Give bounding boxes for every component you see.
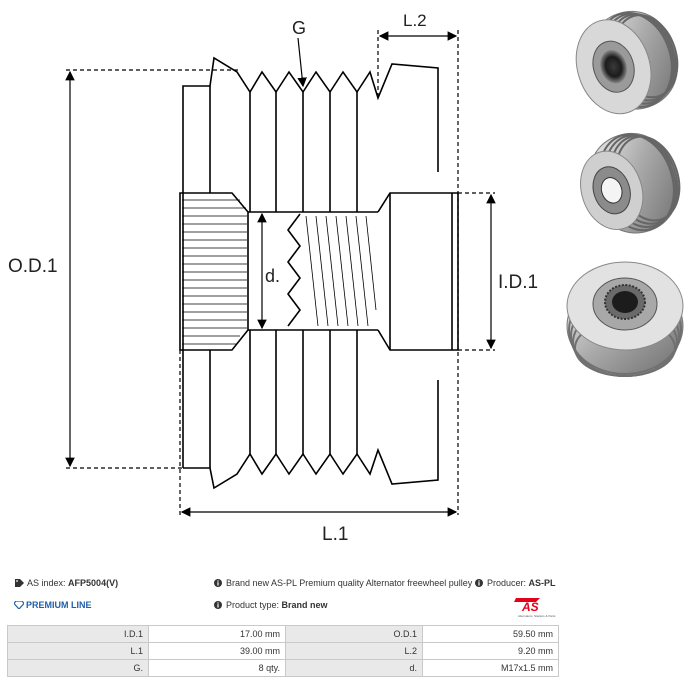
diamond-icon	[13, 600, 25, 610]
tag-icon	[15, 579, 24, 587]
premium-line-label: PREMIUM LINE	[26, 600, 92, 610]
spec-value: 17.00 mm	[148, 625, 286, 643]
spec-key: L.1	[7, 642, 149, 660]
pulley-photo-rear	[580, 132, 681, 234]
logo-tagline: Alternators, Starters & Parts	[518, 614, 556, 618]
premium-line-badge: PREMIUM LINE	[13, 600, 92, 610]
spec-key: O.D.1	[285, 625, 423, 643]
info-icon	[214, 601, 222, 609]
spec-key: d.	[285, 659, 423, 677]
pulley-photo-spline	[566, 261, 684, 377]
spec-key: G.	[7, 659, 149, 677]
info-icon	[214, 579, 222, 587]
technical-drawing: G L.2 O.D.1 d. I.D.1 L.1	[8, 11, 538, 545]
producer: Producer: AS-PL	[475, 578, 556, 588]
description-text: Brand new AS-PL Premium quality Alternat…	[226, 578, 473, 588]
table-row: G. 8 qty. d. M17x1.5 mm	[7, 659, 559, 677]
spec-value: 59.50 mm	[422, 625, 559, 643]
label-od1: O.D.1	[8, 256, 58, 277]
specs-table: I.D.1 17.00 mm O.D.1 59.50 mm L.1 39.00 …	[7, 625, 559, 677]
description: Brand new AS-PL Premium quality Alternat…	[214, 578, 472, 588]
spec-value: 8 qty.	[148, 659, 286, 677]
dimension-lines	[65, 30, 496, 517]
table-row: I.D.1 17.00 mm O.D.1 59.50 mm	[7, 625, 559, 643]
producer-label: Producer:	[487, 578, 527, 588]
label-d: d.	[265, 266, 280, 286]
spline-hatching	[182, 199, 247, 345]
as-index: AS index: AFP5004(V)	[15, 578, 118, 588]
label-g: G	[292, 18, 306, 38]
as-index-label: AS index:	[27, 578, 66, 588]
spec-value: 9.20 mm	[422, 642, 559, 660]
label-l1: L.1	[322, 524, 348, 545]
producer-value: AS-PL	[528, 578, 556, 588]
product-type: Product type: Brand new	[214, 600, 328, 610]
product-type-label: Product type:	[226, 600, 280, 610]
pulley-photo-front	[575, 10, 679, 115]
info-icon	[475, 579, 483, 587]
label-l2: L.2	[403, 11, 427, 30]
label-id1: I.D.1	[498, 272, 538, 293]
thread-hatching	[305, 215, 377, 327]
spec-value: M17x1.5 mm	[422, 659, 559, 677]
spec-key: L.2	[285, 642, 423, 660]
as-index-value: AFP5004(V)	[68, 578, 119, 588]
spec-key: I.D.1	[7, 625, 149, 643]
spec-value: 39.00 mm	[148, 642, 286, 660]
as-pl-logo: AS Alternators, Starters & Parts	[514, 598, 556, 618]
product-type-value: Brand new	[281, 600, 328, 610]
pulley-outline	[179, 56, 459, 490]
table-row: L.1 39.00 mm L.2 9.20 mm	[7, 642, 559, 660]
logo-text: AS	[521, 600, 539, 614]
